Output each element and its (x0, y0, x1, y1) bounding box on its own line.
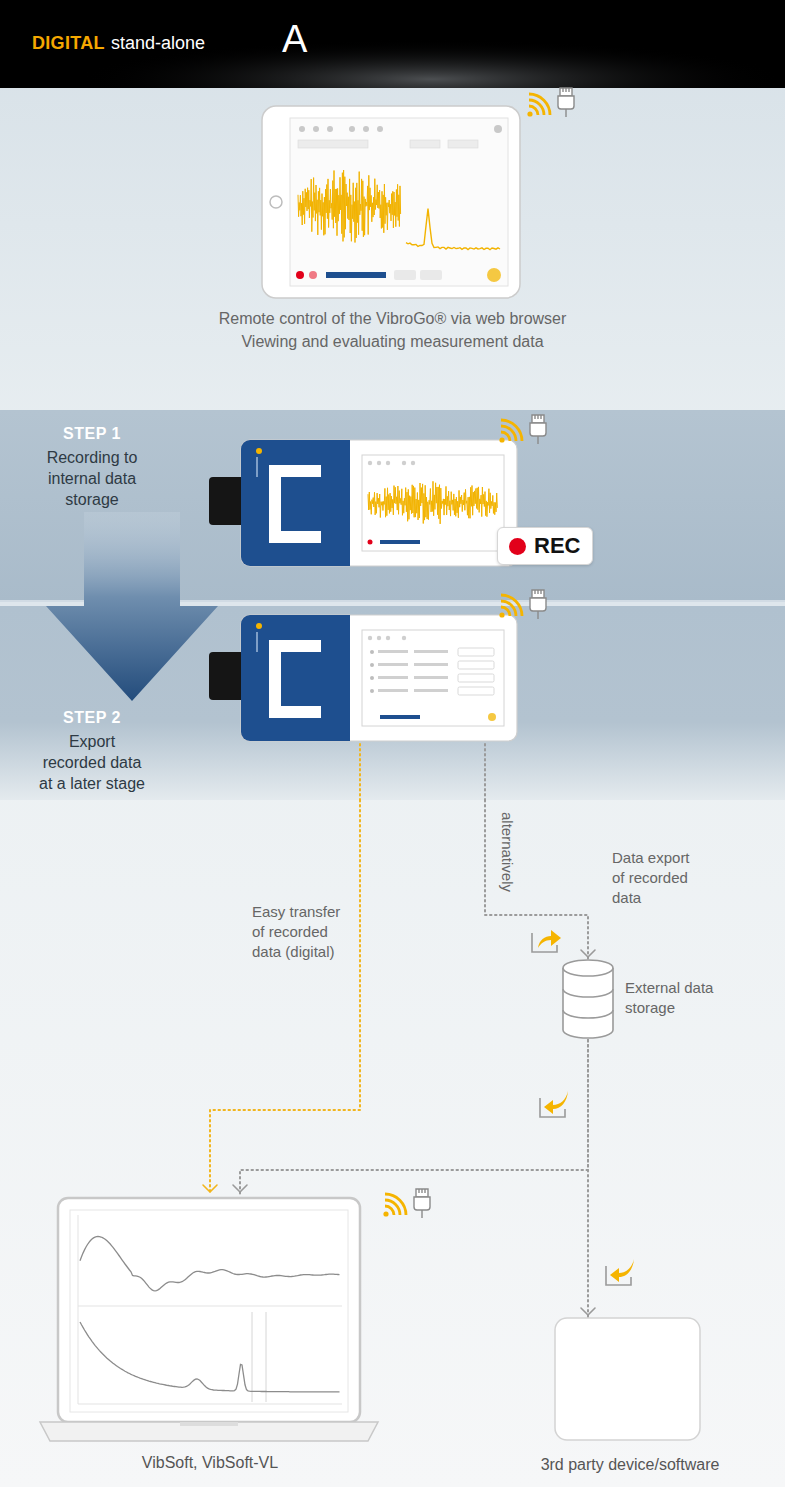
node-text: VibSoft, VibSoft-VL (40, 1453, 380, 1473)
device-screen (362, 630, 504, 726)
spectrum (406, 209, 500, 250)
ethernet-icon (530, 415, 546, 444)
connector-line (210, 800, 360, 1195)
step-arrow (46, 512, 218, 701)
tablet-illustration (262, 106, 520, 298)
arrow-head (581, 950, 595, 957)
device-node: 3rd party device/software (500, 1318, 760, 1482)
arrow-head (233, 1185, 247, 1192)
header-band: DIGITAL stand-alone A (0, 0, 785, 88)
connector-line (240, 1040, 588, 1195)
node-text: A (282, 18, 307, 61)
vibrogo-device (209, 615, 517, 741)
node-text: Viewing and evaluating measurement data (0, 331, 785, 353)
time-signal (80, 1237, 340, 1291)
arrow-head (203, 1185, 217, 1192)
ethernet-icon (414, 1189, 430, 1218)
connector-line (587, 1040, 589, 1318)
database-cylinder (563, 960, 613, 1038)
dotted-connector (485, 800, 595, 960)
laptop-illustration (40, 1198, 378, 1441)
record-dot (509, 538, 526, 555)
export-icon (532, 930, 561, 952)
device-screen (362, 455, 504, 551)
wifi-icon (383, 1194, 406, 1217)
ethernet-icon (530, 590, 546, 619)
import-icon (540, 1091, 568, 1117)
node-text: stand-alone (111, 33, 205, 54)
node-text: DIGITAL (32, 33, 105, 54)
wifi-icon (499, 420, 522, 443)
node-text: Remote control of the VibroGo® via web b… (0, 308, 785, 330)
header-glow (0, 0, 785, 88)
step-band: STEP 1 Recording to internal data storage… (0, 410, 785, 602)
node-text: Export recorded data at a later stage (37, 731, 147, 794)
edge-label: Easy transfer of recorded data (digital) (252, 902, 355, 962)
dotted-connector (581, 1040, 595, 1318)
leader-stub (484, 744, 486, 800)
node-text: External data storage (625, 978, 730, 1018)
browser-panel: Remote control of the VibroGo® via web b… (0, 90, 785, 357)
step-band: STEP 2 Export recorded data at a later st… (0, 606, 785, 800)
laptop-node: VibSoft, VibSoft-VL (40, 1195, 380, 1482)
leader-stub (359, 744, 361, 800)
node-text: STEP 1 (37, 424, 147, 444)
waveform (368, 481, 497, 524)
import-icon (606, 1259, 634, 1285)
header-bar (0, 0, 785, 88)
node-text: STEP 2 (37, 708, 147, 728)
storage-node: External data storage (555, 960, 740, 1040)
dotted-connector (203, 800, 360, 1195)
ethernet-icon (558, 88, 574, 117)
arrow-head (581, 1308, 595, 1315)
wifi-icon (527, 94, 550, 117)
node-text: REC (534, 533, 580, 559)
waveform (298, 170, 401, 243)
note-label: Data export of recorded data (612, 848, 704, 908)
rec-badge: REC (497, 527, 593, 565)
spectrum-curve (80, 1322, 340, 1392)
third-party-box (555, 1318, 700, 1440)
block-arrow (46, 512, 218, 701)
dotted-connector (233, 1040, 588, 1195)
node-text: 3rd party device/software (500, 1455, 760, 1475)
connector-line (485, 800, 588, 960)
node-text: Recording to internal data storage (37, 447, 147, 510)
vibrogo-device (209, 440, 517, 566)
wifi-icon (499, 595, 522, 618)
edge-label: alternatively (497, 812, 517, 892)
